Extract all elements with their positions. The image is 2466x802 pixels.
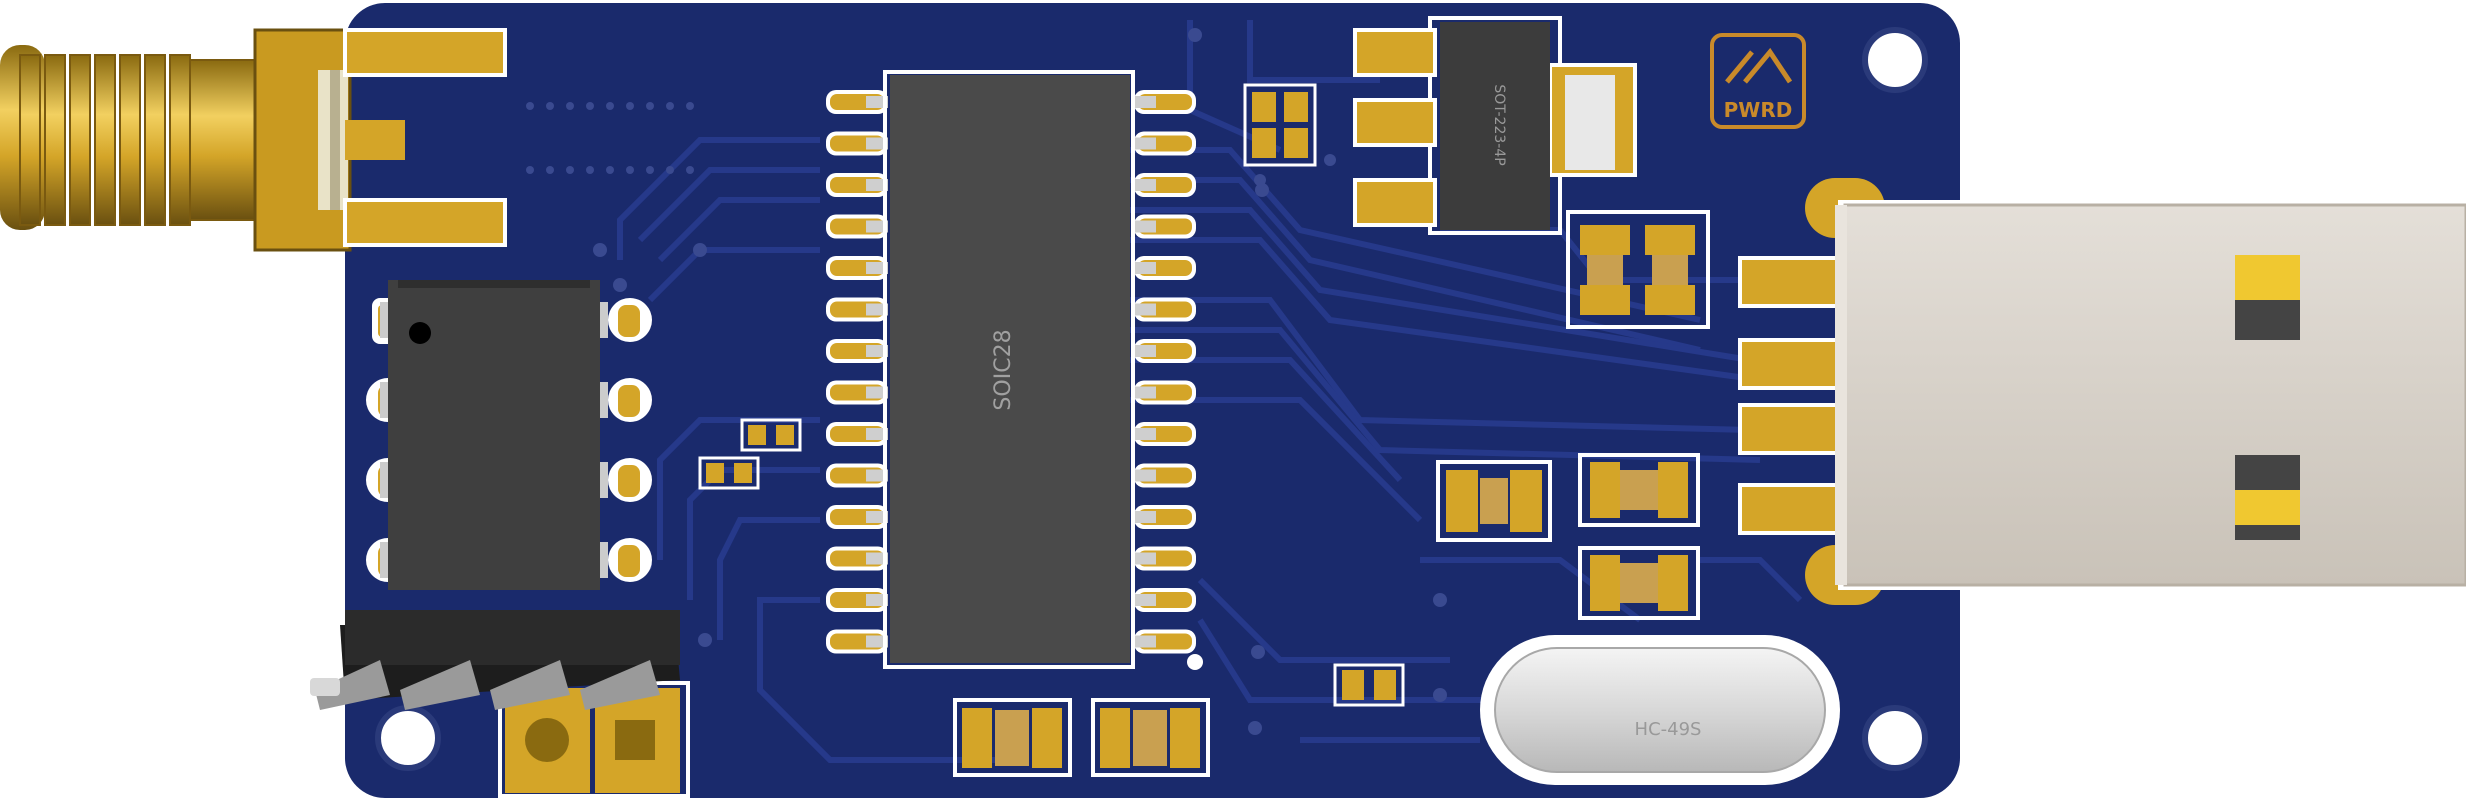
regulator-label: SOT-223-4P [1491,84,1507,165]
pin-header [310,610,690,798]
regulator-sot223: SOT-223-4P [1353,16,1637,235]
ic-pin-right-12 [1134,552,1156,565]
ic-pin-right-8 [1134,386,1156,399]
capacitors-bottom [953,698,1210,777]
ic-pin-right-2 [1134,137,1156,150]
main-ic-soic28: SOIC28 [883,70,1203,670]
ic-pin-left-1 [866,96,888,108]
usb-a-connector [1835,200,2466,590]
ic-pin-left-9 [866,428,888,440]
crystal-label: HC-49S [1635,719,1702,740]
logo-text: PWRD [1724,98,1793,122]
capacitor-near-crystal [1333,663,1405,707]
dip8-chip [366,280,652,590]
vias [593,28,1447,735]
mounting-hole-top-right [1862,27,1928,93]
crystal-hc49s: HC-49S [1480,635,1840,785]
pin1-marker [409,322,431,344]
ic-pin-right-11 [1134,511,1156,523]
ic-pin-right-3 [1134,179,1156,191]
sma-connector [0,28,507,252]
ic-pin-left-10 [866,469,888,482]
ic-pin-right-10 [1134,469,1156,482]
ic-pin-left-6 [866,303,888,316]
ic-pin-left-5 [866,262,888,274]
mounting-holes [375,27,1928,771]
ic-pin-left-2 [866,137,888,150]
mounting-hole-bottom-right [1862,705,1928,771]
ic-pin-right-14 [1134,635,1156,648]
pwrd-logo: PWRD [1710,33,1806,129]
antenna-vias [526,102,694,174]
ic-pin-right-4 [1134,220,1156,233]
ic-pin-left-3 [866,179,888,191]
ic-pin-left-11 [866,511,888,523]
ic-pin-left-12 [866,552,888,565]
ic-pin-right-13 [1134,594,1156,606]
ic-pin-left-14 [866,635,888,648]
main-ic-label: SOIC28 [991,329,1016,410]
ic-pin-left-7 [866,345,888,357]
ic-pin-left-4 [866,220,888,233]
capacitor-small-dip [698,418,802,490]
capacitors-regulator-output [1566,210,1710,329]
main-ic-pads [826,90,1196,654]
ic-pin-left-8 [866,386,888,399]
ic-pin-right-5 [1134,262,1156,274]
ic-pin-right-7 [1134,345,1156,357]
ic-pin-right-1 [1134,96,1156,108]
ic-pin-left-13 [866,594,888,606]
capacitors-mid-right [1436,453,1700,620]
mounting-hole-bottom-left [375,705,441,771]
capacitor-array-top [1243,83,1317,167]
ic-pin-right-6 [1134,303,1156,316]
ic-pin-right-9 [1134,428,1156,440]
